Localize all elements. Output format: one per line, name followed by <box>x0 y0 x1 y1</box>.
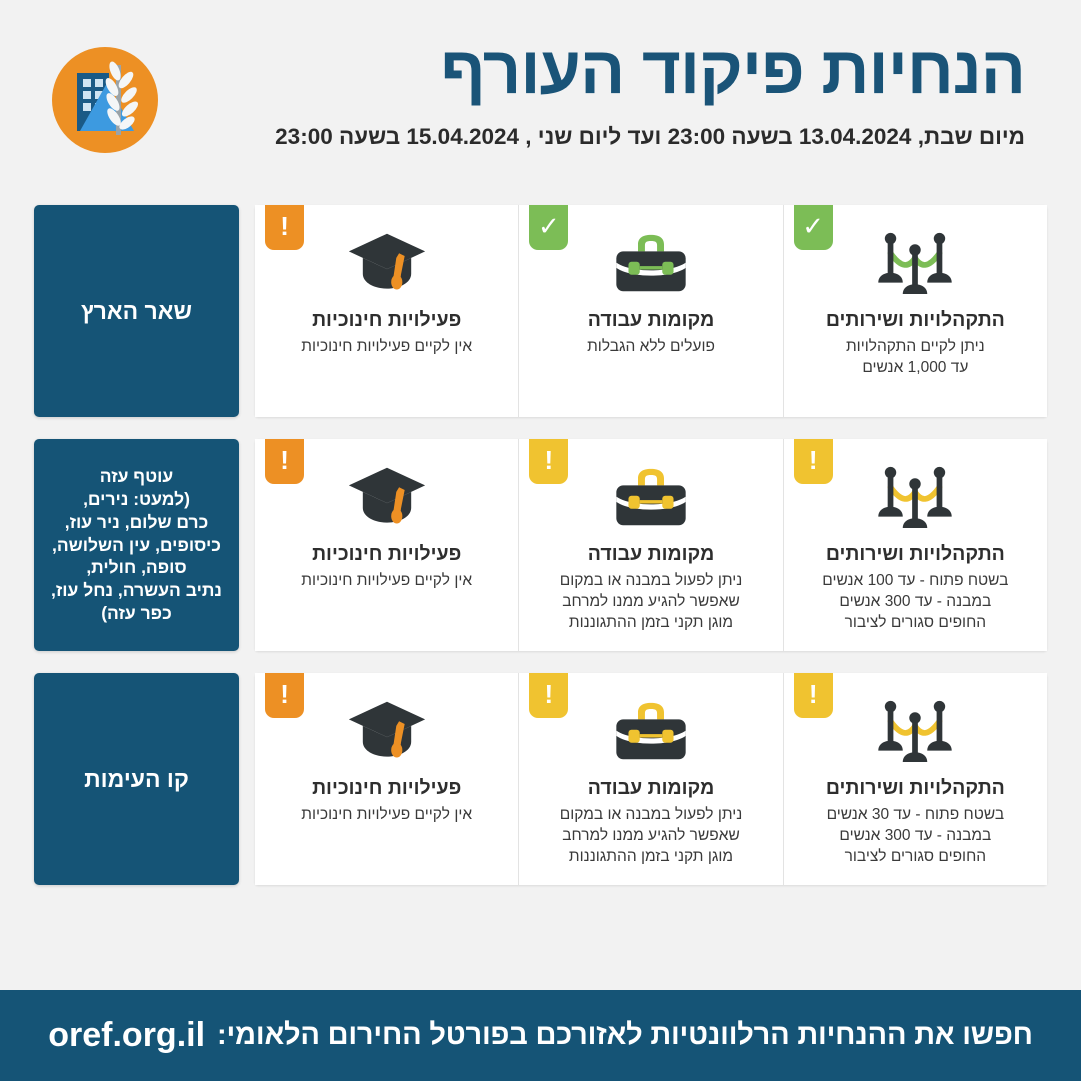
badge-glyph: ! <box>280 444 289 475</box>
page-footer: חפשו את ההנחיות הרלוונטיות לאזורכם בפורט… <box>0 990 1081 1081</box>
region-label: קו העימות <box>34 673 239 885</box>
badge-glyph: ! <box>544 678 554 709</box>
guideline-card[interactable]: ! פעילויות חינוכיות אין לקיים פעילויות ח… <box>255 673 520 885</box>
guideline-card[interactable]: ! פעילויות חינוכיות אין לקיים פעילויות ח… <box>255 205 520 417</box>
badge-glyph: ! <box>280 210 289 241</box>
guideline-card[interactable]: ! פעילויות חינוכיות אין לקיים פעילויות ח… <box>255 439 520 651</box>
validity-period-text: מיום שבת, 13.04.2024 בשעה 23:00 ועד ליום… <box>275 124 1025 150</box>
logo-wrapper <box>52 47 158 153</box>
badge-glyph: ✓ <box>802 210 825 241</box>
card-title: פעילויות חינוכיות <box>312 543 462 565</box>
card-title: מקומות עבודה <box>587 543 715 565</box>
card-description: פועלים ללא הגבלות <box>587 338 715 356</box>
guidelines-rows: ✓ התקהלויות ושירותים ניתן לקיים התקהלויו… <box>0 205 1081 962</box>
briefcase-icon <box>612 461 690 533</box>
footer-instruction-text: חפשו את ההנחיות הרלוונטיות לאזורכם בפורט… <box>217 1019 1033 1051</box>
badge-glyph: ! <box>544 444 554 475</box>
people-stanchions-icon <box>874 227 956 299</box>
card-description: אין לקיים פעילויות חינוכיות <box>301 806 473 824</box>
check-badge-icon: ✓ <box>529 205 569 250</box>
guideline-card[interactable]: ! מקומות עבודה ניתן לפעול במבנה או במקום… <box>519 673 784 885</box>
exclamation-badge-icon: ! <box>265 205 305 250</box>
guideline-card[interactable]: ! התקהלויות ושירותים בשטח פתוח - עד 100 … <box>783 439 1047 651</box>
badge-glyph: ! <box>808 444 818 475</box>
page-header: הנחיות פיקוד העורף מיום שבת, 13.04.2024 … <box>0 0 1081 205</box>
card-description: ניתן לפעול במבנה או במקום שאפשר להגיע ממ… <box>559 572 743 632</box>
briefcase-icon <box>612 695 690 767</box>
exclamation-badge-icon: ! <box>793 673 833 718</box>
exclamation-badge-icon: ! <box>265 439 305 484</box>
region-label-text: קו העימות <box>84 765 189 792</box>
card-title: התקהלויות ושירותים <box>825 309 1005 331</box>
card-description: אין לקיים פעילויות חינוכיות <box>301 338 473 356</box>
exclamation-badge-icon: ! <box>793 439 833 484</box>
header-text-block: הנחיות פיקוד העורף מיום שבת, 13.04.2024 … <box>158 0 1047 153</box>
card-title: מקומות עבודה <box>587 777 715 799</box>
graduation-cap-icon <box>347 695 427 767</box>
card-description: אין לקיים פעילויות חינוכיות <box>301 572 473 590</box>
region-label: עוטף עזה (למעט: נירים, כרם שלום, ניר עוז… <box>34 439 239 651</box>
row-cards-panel: ✓ התקהלויות ושירותים ניתן לקיים התקהלויו… <box>255 205 1047 417</box>
badge-glyph: ! <box>808 678 818 709</box>
guideline-card[interactable]: ! מקומות עבודה ניתן לפעול במבנה או במקום… <box>519 439 784 651</box>
region-label-text: עוטף עזה (למעט: נירים, כרם שלום, ניר עוז… <box>51 466 222 623</box>
card-description: בשטח פתוח - עד 100 אנשים במבנה - עד 300 … <box>822 572 1009 632</box>
exclamation-badge-icon: ! <box>529 439 569 484</box>
guidelines-row: ✓ התקהלויות ושירותים ניתן לקיים התקהלויו… <box>34 205 1047 417</box>
card-description: ניתן לפעול במבנה או במקום שאפשר להגיע ממ… <box>559 806 743 866</box>
region-label-text: שאר הארץ <box>81 297 193 324</box>
card-title: פעילויות חינוכיות <box>312 309 462 331</box>
row-cards-panel: ! התקהלויות ושירותים בשטח פתוח - עד 100 … <box>255 439 1047 651</box>
card-title: פעילויות חינוכיות <box>312 777 462 799</box>
people-stanchions-icon <box>874 461 956 533</box>
card-title: מקומות עבודה <box>587 309 715 331</box>
card-description: בשטח פתוח - עד 30 אנשים במבנה - עד 300 א… <box>826 806 1005 866</box>
guideline-card[interactable]: ! התקהלויות ושירותים בשטח פתוח - עד 30 א… <box>783 673 1047 885</box>
badge-glyph: ✓ <box>537 210 560 241</box>
guideline-card[interactable]: ✓ מקומות עבודה פועלים ללא הגבלות <box>519 205 784 417</box>
badge-glyph: ! <box>280 678 289 709</box>
row-cards-panel: ! התקהלויות ושירותים בשטח פתוח - עד 30 א… <box>255 673 1047 885</box>
guidelines-row: ! התקהלויות ושירותים בשטח פתוח - עד 30 א… <box>34 673 1047 885</box>
graduation-cap-icon <box>347 461 427 533</box>
guidelines-row: ! התקהלויות ושירותים בשטח פתוח - עד 100 … <box>34 439 1047 651</box>
guideline-card[interactable]: ✓ התקהלויות ושירותים ניתן לקיים התקהלויו… <box>783 205 1047 417</box>
card-description: ניתן לקיים התקהלויות עד 1,000 אנשים <box>845 338 985 377</box>
card-title: התקהלויות ושירותים <box>825 777 1005 799</box>
home-front-command-logo-icon <box>52 47 158 153</box>
region-label: שאר הארץ <box>34 205 239 417</box>
exclamation-badge-icon: ! <box>265 673 305 718</box>
people-stanchions-icon <box>874 695 956 767</box>
footer-website-link[interactable]: oref.org.il <box>48 1016 206 1054</box>
check-badge-icon: ✓ <box>793 205 833 250</box>
card-title: התקהלויות ושירותים <box>825 543 1005 565</box>
briefcase-icon <box>612 227 690 299</box>
graduation-cap-icon <box>347 227 427 299</box>
page-title: הנחיות פיקוד העורף <box>440 33 1026 108</box>
exclamation-badge-icon: ! <box>529 673 569 718</box>
